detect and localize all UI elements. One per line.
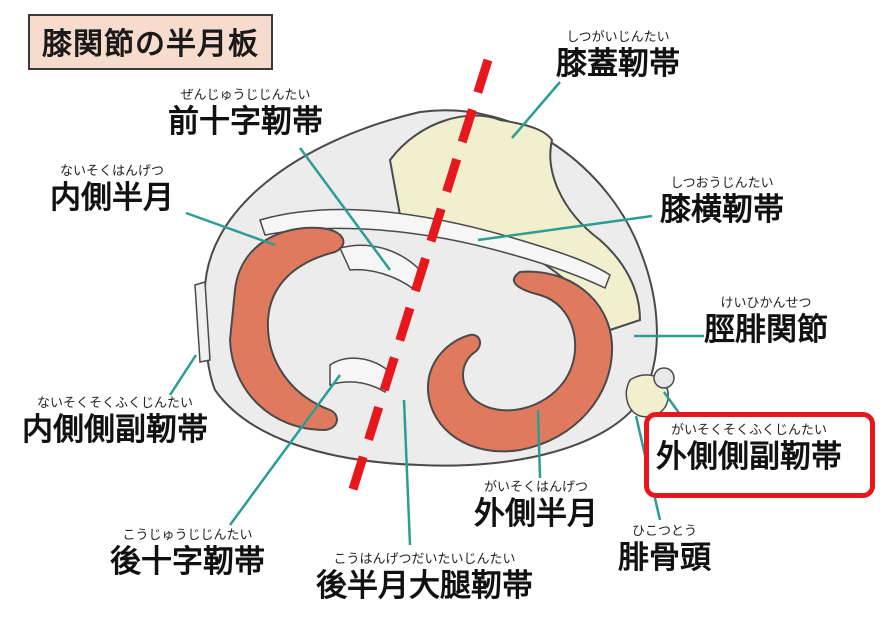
label-pcl: こうじゅうじじんたい 後十字靭帯: [110, 528, 265, 580]
diagram-title: 膝関節の半月板: [42, 27, 259, 62]
label-text: 膝蓋靭帯: [556, 46, 680, 82]
label-text: 前十字靭帯: [168, 104, 323, 140]
ruby-text: しつがいじんたい: [566, 30, 670, 45]
medial-meniscus-shape: [228, 226, 345, 432]
label-fibular-head: ひこつとう 腓骨頭: [618, 524, 711, 576]
cut-line: [343, 58, 493, 507]
ruby-text: がいそくはんげつ: [483, 480, 588, 495]
ruby-text: ないそくはんげつ: [59, 164, 164, 179]
ruby-text: がいそくそくふくじんたい: [670, 423, 827, 438]
ruby-text: しつおうじんたい: [670, 176, 774, 191]
label-acl: ぜんじゅうじじんたい 前十字靭帯: [168, 88, 323, 140]
label-meniscofemoral-ligament: こうはんげつだいたいじんたい 後半月大腿靭帯: [316, 552, 533, 604]
leader-lines: [168, 81, 704, 546]
label-text: 外側側副靭帯: [656, 439, 842, 475]
label-text: 後半月大腿靭帯: [316, 568, 533, 604]
ruby-text: ひこつとう: [631, 524, 697, 539]
label-transverse-ligament: しつおうじんたい 膝横靭帯: [660, 176, 784, 228]
label-lateral-meniscus: がいそくはんげつ 外側半月: [474, 480, 598, 532]
ruby-text: けいひかんせつ: [720, 296, 812, 311]
highlight-box: [644, 412, 875, 498]
label-text: 腓骨頭: [618, 540, 711, 576]
label-text: 膝横靭帯: [660, 192, 784, 228]
ruby-text: こうはんげつだいたいじんたい: [333, 552, 516, 567]
label-text: 内側半月: [50, 180, 174, 216]
title-box: 膝関節の半月板: [28, 14, 273, 70]
label-text: 脛腓関節: [704, 312, 828, 348]
label-text: 内側側副靭帯: [22, 412, 208, 448]
label-medial-meniscus: ないそくはんげつ 内側半月: [50, 164, 174, 216]
label-text: 外側半月: [474, 496, 598, 532]
label-lcl: がいそくそくふくじんたい 外側側副靭帯: [656, 423, 842, 475]
label-mcl: ないそくそくふくじんたい 内側側副靭帯: [22, 396, 208, 448]
label-tibiofibular-joint: けいひかんせつ 脛腓関節: [704, 296, 828, 348]
ruby-text: ぜんじゅうじじんたい: [180, 88, 311, 103]
ruby-text: こうじゅうじじんたい: [122, 528, 253, 543]
lcl-shape: [653, 367, 675, 389]
label-patellar-ligament: しつがいじんたい 膝蓋靭帯: [556, 30, 680, 82]
label-text: 後十字靭帯: [110, 544, 265, 580]
mcl-shape: [194, 281, 211, 363]
ruby-text: ないそくそくふくじんたい: [36, 396, 193, 411]
lateral-meniscus-shape: [426, 270, 614, 453]
